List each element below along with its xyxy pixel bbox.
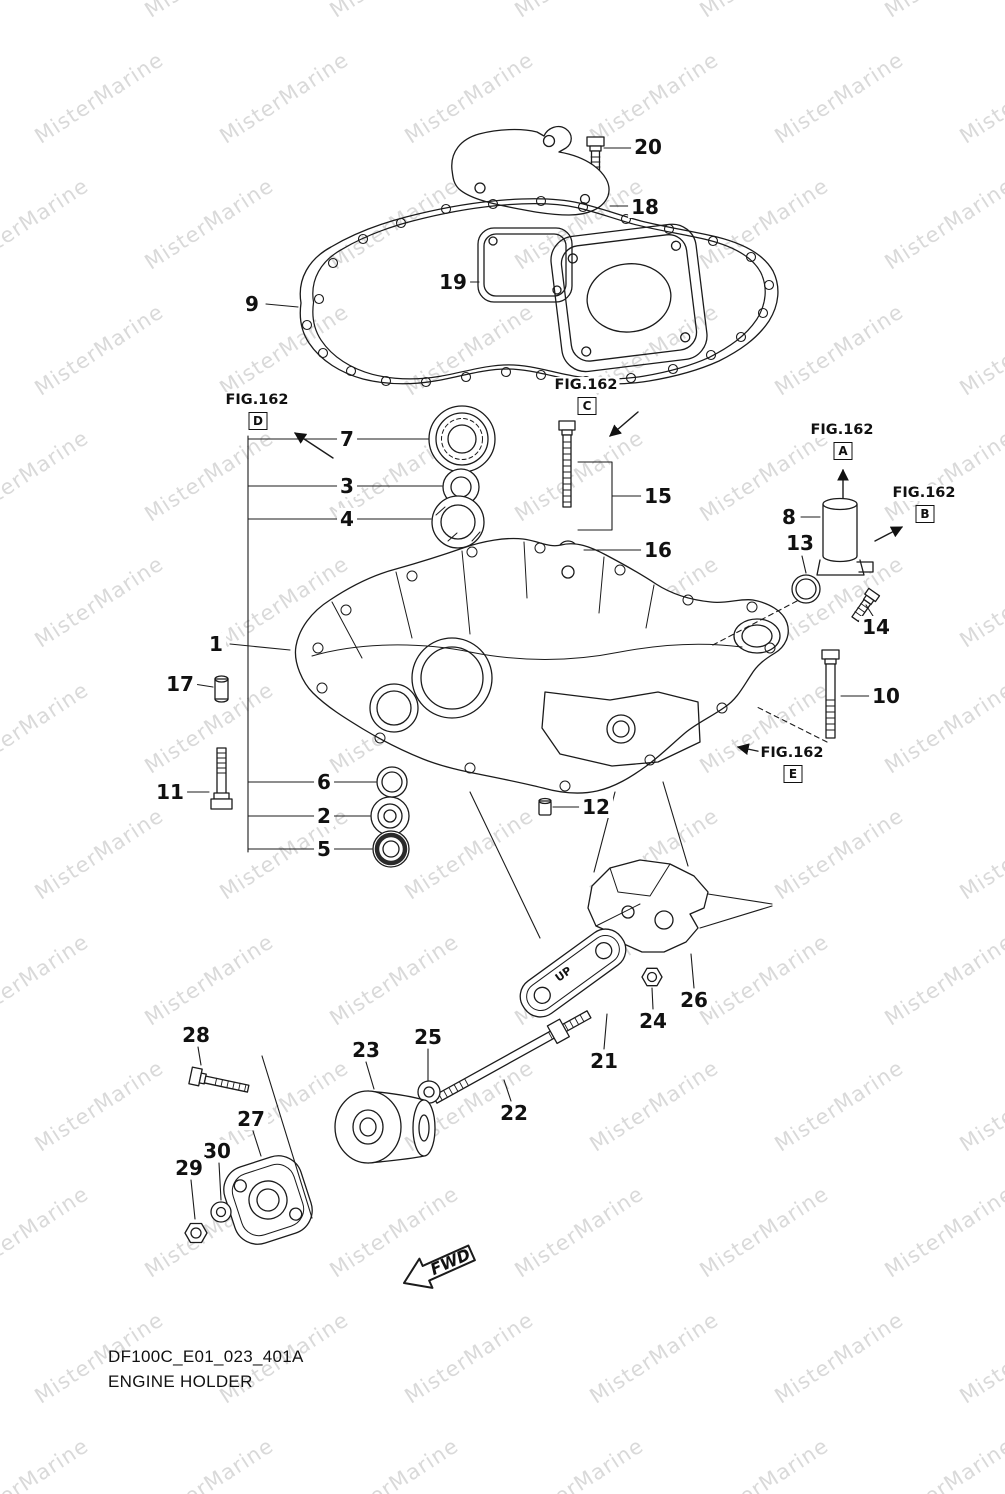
part-28-bolt (188, 1066, 250, 1093)
part-callout-28: 28 (179, 1024, 213, 1046)
part-callout-8: 8 (779, 506, 799, 528)
part-callout-16: 16 (641, 539, 675, 561)
part-30-washer (210, 1201, 232, 1223)
part-9-gasket (299, 195, 779, 388)
part-callout-9: 9 (242, 293, 262, 315)
part-18-cover (451, 125, 610, 216)
part-callout-5: 5 (314, 838, 334, 860)
part-callout-6: 6 (314, 771, 334, 793)
part-8-fitting (816, 497, 874, 576)
part-21-plate: UP (519, 928, 627, 1018)
part-13-oring (791, 574, 821, 604)
part-callout-26: 26 (677, 989, 711, 1011)
part-4-seal (431, 495, 485, 549)
part-24-nut (641, 967, 663, 987)
part-23-mount (334, 1090, 436, 1164)
fig-ref-box-E: E (783, 765, 803, 783)
part-callout-12: 12 (579, 796, 613, 818)
part-callout-13: 13 (783, 532, 817, 554)
part-callout-18: 18 (628, 196, 662, 218)
part-callout-20: 20 (631, 136, 665, 158)
part-callout-27: 27 (234, 1108, 268, 1130)
fig-ref-box-C: C (577, 397, 597, 415)
part-27-housing (223, 1155, 313, 1245)
part-callout-24: 24 (636, 1010, 670, 1032)
part-1-engine-holder (294, 537, 789, 794)
part-26-bracket (587, 859, 709, 953)
fig-ref-label-E: FIG.162 (758, 745, 826, 761)
part-callout-2: 2 (314, 805, 334, 827)
fig-ref-box-A: A (833, 442, 853, 460)
drawing-code: DF100C_E01_023_401A (108, 1347, 304, 1366)
part-12-plug (538, 797, 552, 816)
part-19-gasket (477, 227, 573, 303)
part-11-bolt (210, 747, 233, 810)
fig-ref-box-D: D (248, 412, 268, 430)
part-callout-14: 14 (859, 616, 893, 638)
fig-ref-label-D: FIG.162 (223, 392, 291, 408)
part-5-seal (372, 830, 410, 868)
part-29-nut (184, 1222, 208, 1244)
part-callout-21: 21 (587, 1050, 621, 1072)
part-callout-22: 22 (497, 1102, 531, 1124)
part-callout-1: 1 (206, 633, 226, 655)
part-callout-19: 19 (436, 271, 470, 293)
fig-ref-label-A: FIG.162 (808, 422, 876, 438)
part-callout-17: 17 (163, 673, 197, 695)
fig-ref-label-C: FIG.162 (552, 377, 620, 393)
part-14-bolt (851, 587, 881, 623)
part-callout-29: 29 (172, 1157, 206, 1179)
part-callout-7: 7 (337, 428, 357, 450)
part-7-bearing (428, 405, 496, 473)
fig-ref-box-B: B (915, 505, 935, 523)
part-callout-11: 11 (153, 781, 187, 803)
part-callout-15: 15 (641, 485, 675, 507)
part-callout-3: 3 (337, 475, 357, 497)
part-callout-25: 25 (411, 1026, 445, 1048)
part-17-pin (214, 675, 229, 703)
part-callout-23: 23 (349, 1039, 383, 1061)
part-callout-10: 10 (869, 685, 903, 707)
drawing-title: ENGINE HOLDER (108, 1372, 253, 1391)
part-10-bolt (821, 649, 840, 739)
fig-ref-label-B: FIG.162 (890, 485, 958, 501)
part-callout-30: 30 (200, 1140, 234, 1162)
part-15-bolt (558, 420, 576, 508)
part-callout-4: 4 (337, 508, 357, 530)
fig-ref-arrows (294, 411, 904, 756)
